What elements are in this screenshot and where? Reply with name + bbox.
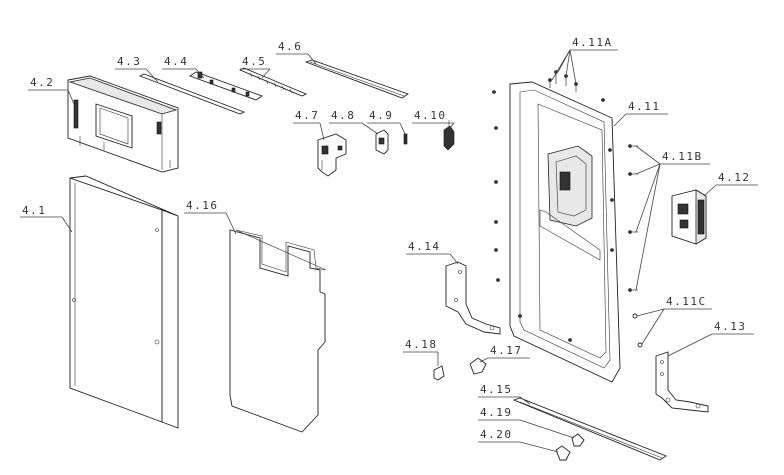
label-4-14: 4.14: [408, 240, 441, 253]
label-4-11b: 4.11B: [662, 150, 703, 163]
callout-4-11c: 4.11C: [636, 295, 712, 345]
part-4-9-spring: [403, 133, 408, 145]
part-4-11c-screws: [632, 313, 643, 348]
label-4-19: 4.19: [480, 406, 513, 419]
label-4-7: 4.7: [295, 109, 319, 122]
label-4-10: 4.10: [414, 109, 447, 122]
part-4-20-clip: [555, 445, 571, 461]
label-4-12: 4.12: [718, 171, 751, 184]
part-4-14-left-hinge: [445, 261, 501, 335]
part-4-12-door-lock: [671, 189, 707, 245]
callout-4-20: 4.20: [478, 428, 559, 453]
part-4-11-inner-door: [492, 81, 621, 383]
callout-4-6: 4.6: [276, 40, 317, 65]
label-4-8: 4.8: [331, 109, 355, 122]
callout-4-19: 4.19: [478, 406, 575, 439]
part-4-3-strip: [138, 73, 246, 115]
part-4-4-control-board: [189, 71, 263, 101]
label-4-16: 4.16: [186, 199, 219, 212]
part-4-19-clip: [571, 433, 585, 447]
callout-4-8: 4.8: [329, 109, 379, 135]
part-4-8-clip: [375, 129, 389, 155]
callout-4-5: 4.5: [240, 55, 271, 79]
callout-4-3: 4.3: [115, 55, 159, 83]
label-4-6: 4.6: [278, 40, 302, 53]
label-4-3: 4.3: [117, 55, 141, 68]
callout-4-15: 4.15: [478, 383, 531, 405]
callout-4-11b: 4.11B: [635, 145, 710, 291]
callout-4-13: 4.13: [667, 320, 754, 357]
label-4-4: 4.4: [164, 55, 188, 68]
part-4-11b-screws: [628, 144, 638, 292]
label-4-1: 4.1: [22, 204, 46, 217]
callout-4-10: 4.10: [412, 109, 455, 129]
part-4-11a-screws: [548, 70, 578, 92]
callout-4-11a: 4.11A: [551, 36, 618, 85]
part-4-2-control-panel: [67, 75, 179, 173]
label-4-9: 4.9: [369, 109, 393, 122]
callout-4-2: 4.2: [28, 76, 75, 105]
part-4-18-clip: [433, 365, 445, 381]
label-4-11c: 4.11C: [666, 295, 707, 308]
label-4-17: 4.17: [490, 344, 523, 357]
label-4-11: 4.11: [628, 100, 661, 113]
label-4-18: 4.18: [405, 338, 438, 351]
part-4-6-trim-bar: [304, 59, 409, 99]
label-4-5: 4.5: [242, 55, 266, 68]
callout-4-4: 4.4: [162, 55, 205, 79]
callout-4-18: 4.18: [403, 338, 439, 366]
label-4-20: 4.20: [480, 428, 513, 441]
part-4-10-lever: [443, 120, 455, 151]
part-4-1-outer-door-panel: [69, 175, 179, 429]
callout-4-11: 4.11: [613, 100, 668, 127]
label-4-11a: 4.11A: [572, 36, 613, 49]
part-4-7-latch-housing: [317, 133, 347, 177]
callout-4-16: 4.16: [184, 199, 237, 235]
callout-4-1: 4.1: [20, 204, 73, 233]
callout-4-14: 4.14: [406, 240, 459, 265]
part-4-13-right-hinge: [655, 351, 709, 413]
part-4-15-rail: [512, 397, 667, 461]
part-4-17-bracket: [469, 357, 487, 375]
callout-4-17: 4.17: [479, 344, 530, 363]
label-4-13: 4.13: [714, 320, 747, 333]
callout-4-12: 4.12: [703, 171, 758, 197]
label-4-2: 4.2: [30, 76, 54, 89]
label-4-15: 4.15: [480, 383, 513, 396]
callout-4-9: 4.9: [367, 109, 406, 135]
callout-4-7: 4.7: [293, 109, 325, 141]
part-4-16-insulation-panel: [229, 229, 327, 433]
